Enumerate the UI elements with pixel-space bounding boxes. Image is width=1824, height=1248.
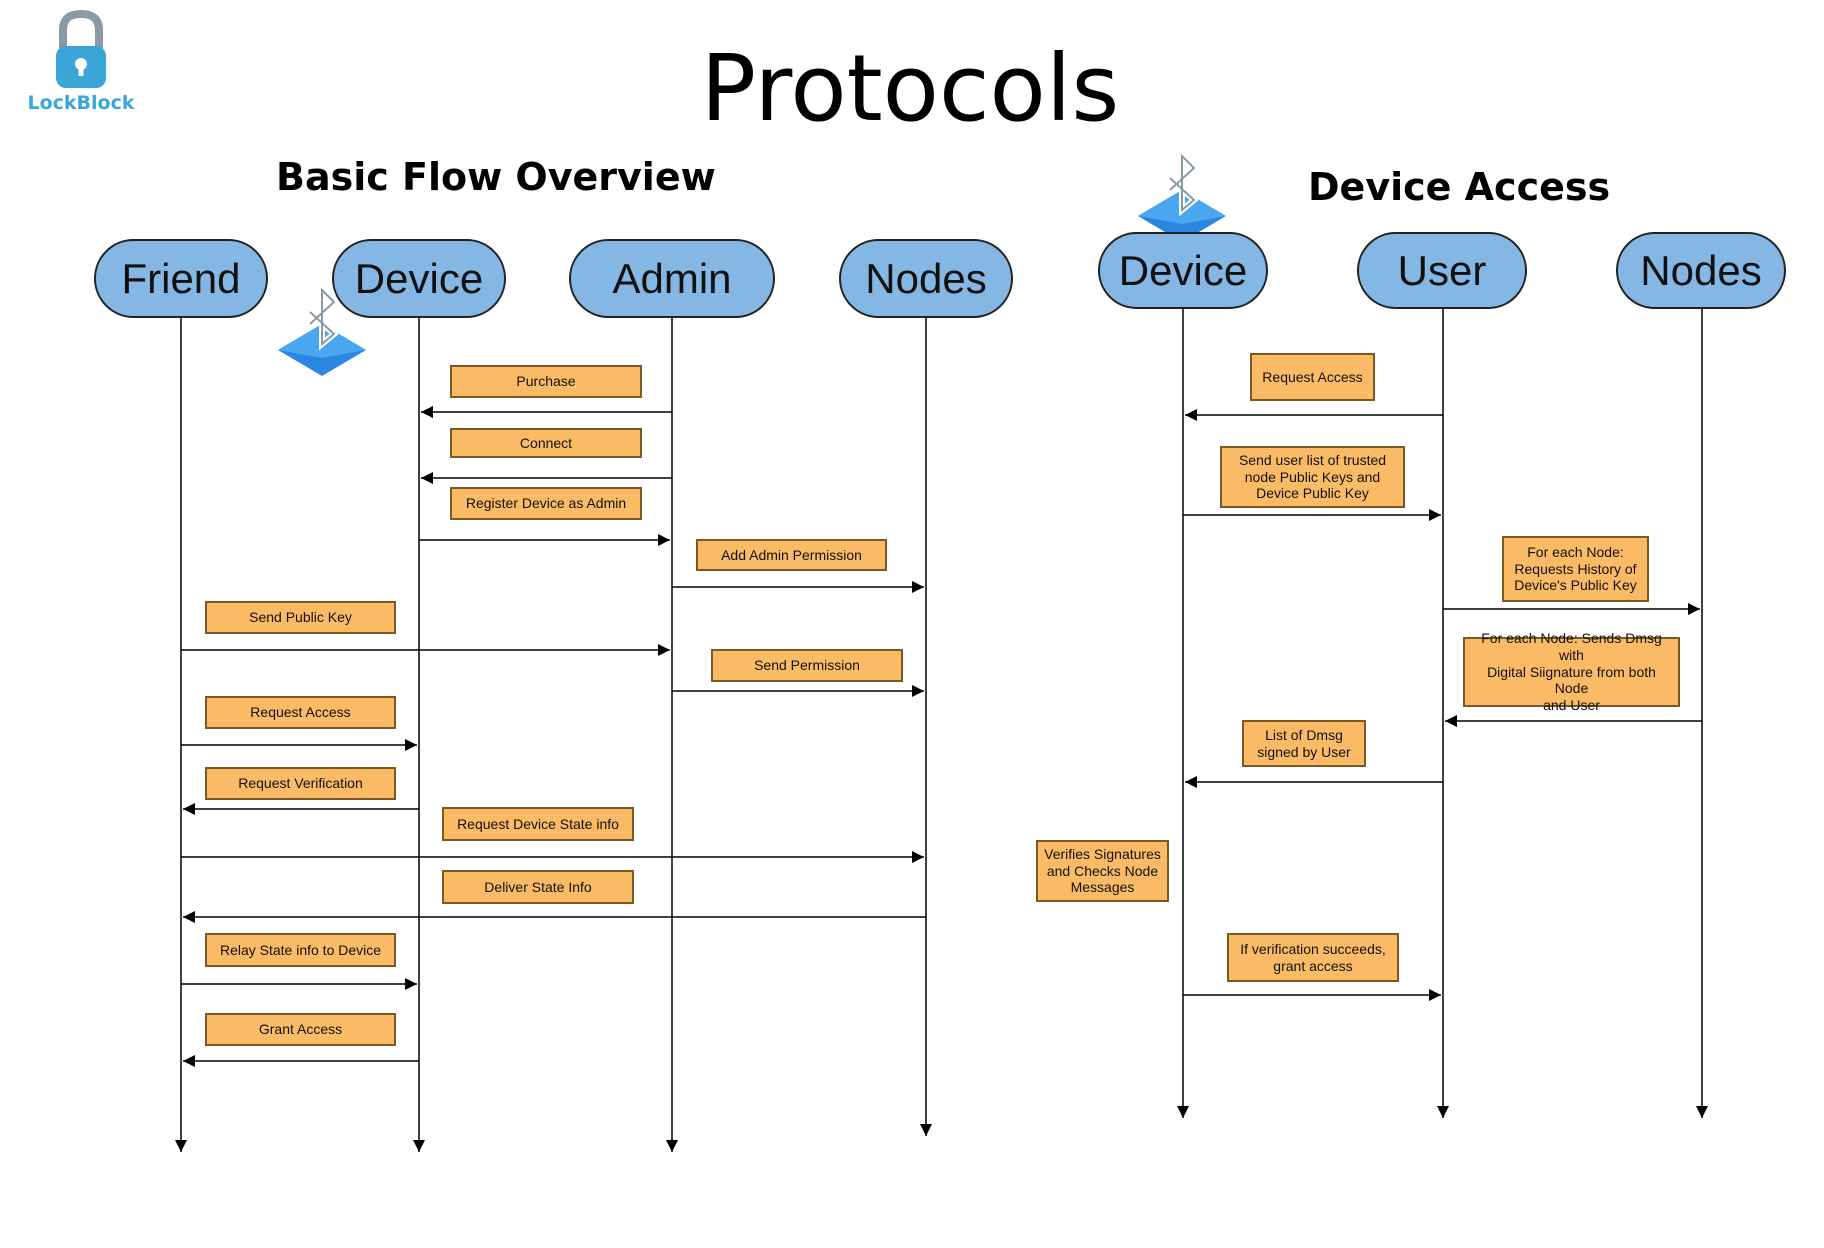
device-access-title: Device Access <box>1308 165 1611 209</box>
basic-flow-title: Basic Flow Overview <box>276 155 716 199</box>
actor-nodes: Nodes <box>839 239 1013 318</box>
message-send-public-key: Send Public Key <box>205 601 396 634</box>
actor-device: Device <box>332 239 506 318</box>
actor-user: User <box>1357 232 1527 309</box>
message-request-state-info: Request Device State info <box>442 807 634 841</box>
message-da-list-dmsg: List of Dmsg signed by User <box>1242 720 1366 767</box>
message-da-request-history: For each Node: Requests History of Devic… <box>1502 536 1649 602</box>
message-grant-access: Grant Access <box>205 1013 396 1046</box>
actor-friend: Friend <box>94 239 268 318</box>
message-da-grant-access: If verification succeeds, grant access <box>1227 933 1399 982</box>
bluetooth-icon <box>1138 148 1226 242</box>
logo-text: LockBlock <box>27 92 135 114</box>
message-send-permission: Send Permission <box>711 649 903 682</box>
message-add-admin-permission: Add Admin Permission <box>696 539 887 571</box>
message-da-send-user-list: Send user list of trusted node Public Ke… <box>1220 446 1405 508</box>
message-request-access: Request Access <box>205 696 396 729</box>
actor-nodes-2: Nodes <box>1616 232 1786 309</box>
lockblock-logo: LockBlock <box>16 8 146 118</box>
actor-device-2: Device <box>1098 232 1268 309</box>
message-purchase: Purchase <box>450 365 642 398</box>
message-relay-state-info: Relay State info to Device <box>205 933 396 967</box>
message-da-sends-dmsg: For each Node: Sends Dmsg with Digital S… <box>1463 630 1680 713</box>
message-da-verifies-signatures: Verifies Signatures and Checks Node Mess… <box>1036 840 1169 902</box>
message-request-verification: Request Verification <box>205 767 396 800</box>
actor-admin: Admin <box>569 239 775 318</box>
message-da-request-access: Request Access <box>1250 353 1375 401</box>
bluetooth-icon <box>278 282 366 376</box>
message-connect: Connect <box>450 428 642 458</box>
message-register-device: Register Device as Admin <box>450 487 642 520</box>
message-deliver-state-info: Deliver State Info <box>442 870 634 904</box>
padlock-icon <box>56 9 106 88</box>
slide-title: Protocols <box>700 35 1120 142</box>
